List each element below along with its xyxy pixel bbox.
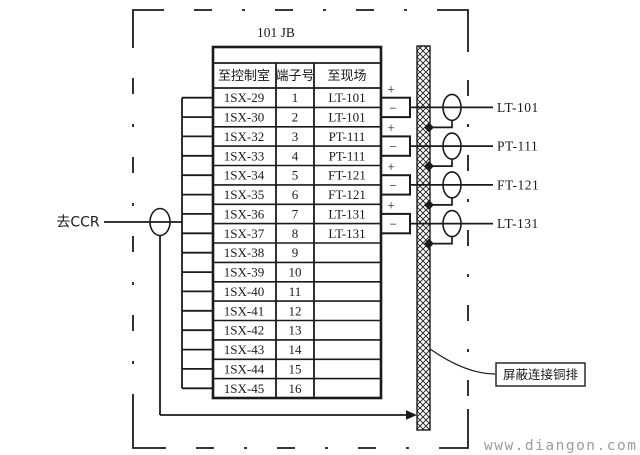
table-row: 1SX-33 4 PT-111 [224, 148, 366, 163]
ccr-label: 去CCR [56, 215, 100, 231]
drain-connector-diamond [424, 238, 434, 249]
cell-no: 2 [292, 110, 299, 125]
cell-no: 9 [292, 245, 299, 260]
shield-busbar-label: 屏蔽连接铜排 [503, 367, 579, 382]
instrument-label: PT-111 [497, 139, 538, 154]
signal-pair: + − LT-131 [380, 198, 539, 249]
cell-ctrl: 1SX-32 [224, 129, 264, 144]
table-row: 1SX-34 5 FT-121 [224, 168, 366, 183]
cell-ctrl: 1SX-38 [224, 245, 264, 260]
shield-drain-wire [432, 120, 453, 129]
polarity-plus: + [387, 160, 395, 175]
instrument-label: LT-101 [497, 100, 539, 115]
table-row: 1SX-36 7 LT-131 [224, 206, 366, 221]
shield-drain-wire [432, 159, 453, 167]
header-to-field: 至现场 [327, 69, 366, 84]
polarity-plus: + [387, 198, 395, 213]
header-to-control-room: 至控制室 [218, 68, 270, 84]
cell-no: 5 [292, 168, 299, 183]
cell-field: LT-131 [328, 206, 365, 221]
ccr-wiring-ladder [104, 96, 408, 416]
polarity-minus: − [389, 139, 397, 154]
cell-ctrl: 1SX-36 [224, 206, 265, 221]
signal-pair: + − LT-101 [380, 82, 539, 133]
shield-drain-wire [432, 197, 453, 206]
table-row: 1SX-29 1 LT-101 [224, 90, 366, 105]
header-terminal-no: 端子号 [275, 69, 314, 84]
polarity-minus: − [389, 178, 397, 193]
cell-ctrl: 1SX-34 [224, 168, 265, 183]
callout-box [495, 362, 586, 387]
cell-no: 3 [292, 129, 299, 144]
ccr-junction-circle [149, 207, 171, 237]
cell-ctrl: 1SX-37 [224, 226, 265, 241]
cell-no: 7 [292, 206, 299, 221]
table-row: 1SX-44 15 [224, 361, 302, 376]
shield-drain-wire [432, 236, 453, 245]
cell-no: 10 [289, 265, 302, 280]
table-row: 1SX-43 14 [224, 342, 302, 357]
cell-no: 14 [289, 342, 303, 357]
cell-field: FT-121 [328, 187, 366, 202]
cell-ctrl: 1SX-42 [224, 323, 264, 338]
cell-ctrl: 1SX-39 [224, 265, 264, 280]
cell-field: LT-131 [328, 226, 365, 241]
drain-connector-diamond [424, 199, 434, 210]
cell-no: 4 [292, 148, 299, 163]
drain-connector-diamond [424, 161, 434, 172]
shield-busbar [416, 45, 431, 431]
junction-box-title: 101 JB [257, 25, 295, 40]
polarity-minus: − [389, 101, 397, 116]
instrument-label: LT-131 [497, 216, 539, 231]
cell-no: 16 [289, 381, 303, 396]
cell-ctrl: 1SX-43 [224, 342, 264, 357]
table-header: 至控制室 端子号 至现场 [218, 68, 367, 84]
cell-ctrl: 1SX-44 [224, 361, 265, 376]
cell-field: FT-121 [328, 168, 366, 183]
signal-pair: + − PT-111 [380, 121, 538, 172]
table-row: 1SX-35 6 FT-121 [224, 187, 366, 202]
watermark-text: www.diangon.com [484, 438, 637, 454]
cell-no: 11 [289, 284, 302, 299]
cell-no: 8 [292, 226, 299, 241]
table-row-separators [213, 106, 381, 380]
cell-field: LT-101 [328, 90, 365, 105]
table-row: 1SX-45 16 [224, 381, 302, 396]
cell-field: PT-111 [329, 148, 366, 163]
table-row: 1SX-32 3 PT-111 [224, 129, 366, 144]
cell-ctrl: 1SX-45 [224, 381, 264, 396]
table-row: 1SX-41 12 [224, 303, 302, 318]
table-row: 1SX-30 2 LT-101 [224, 110, 366, 125]
cell-no: 6 [292, 187, 299, 202]
instrument-label: FT-121 [497, 177, 539, 192]
cell-field: PT-111 [329, 129, 366, 144]
cell-no: 15 [289, 361, 302, 376]
callout-leader-line [429, 348, 496, 375]
cell-ctrl: 1SX-33 [224, 148, 264, 163]
panel-dashed-border [132, 9, 469, 449]
cell-ctrl: 1SX-41 [224, 303, 264, 318]
table-row: 1SX-40 11 [224, 284, 301, 299]
table-row: 1SX-39 10 [224, 265, 302, 280]
cell-ctrl: 1SX-35 [224, 187, 264, 202]
cell-no: 13 [289, 323, 302, 338]
busbar-arrow-head [406, 410, 417, 420]
cell-no: 1 [292, 90, 299, 105]
cell-ctrl: 1SX-29 [224, 90, 264, 105]
polarity-minus: − [389, 217, 397, 232]
cell-no: 12 [289, 303, 302, 318]
cell-field: LT-101 [328, 110, 365, 125]
table-row: 1SX-38 9 [224, 245, 298, 260]
table-row: 1SX-37 8 LT-131 [224, 226, 366, 241]
signal-pair: + − FT-121 [380, 160, 539, 210]
polarity-plus: + [387, 121, 395, 136]
cell-ctrl: 1SX-40 [224, 284, 264, 299]
table-row: 1SX-42 13 [224, 323, 302, 338]
polarity-plus: + [387, 82, 395, 97]
cell-ctrl: 1SX-30 [224, 110, 264, 125]
